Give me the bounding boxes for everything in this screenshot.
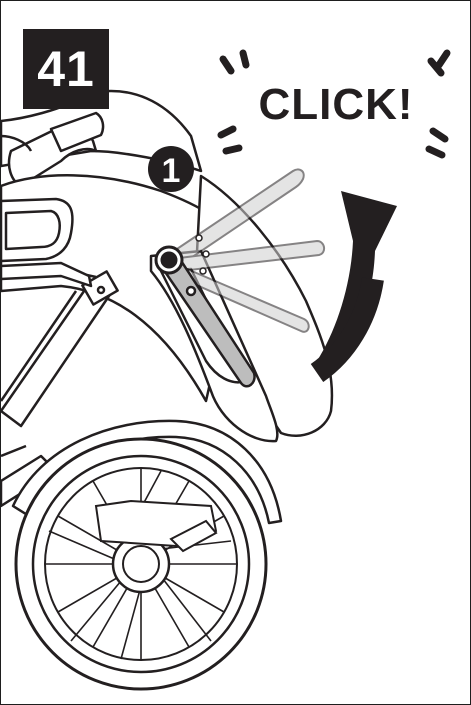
curved-arrow-up-icon	[317, 191, 397, 373]
click-sound-text: CLICK!	[258, 80, 413, 129]
step-number-badge: 41	[23, 29, 109, 109]
callout-badge: 1	[148, 146, 194, 192]
stroller-wheel	[16, 439, 266, 689]
callout-number: 1	[162, 152, 181, 190]
